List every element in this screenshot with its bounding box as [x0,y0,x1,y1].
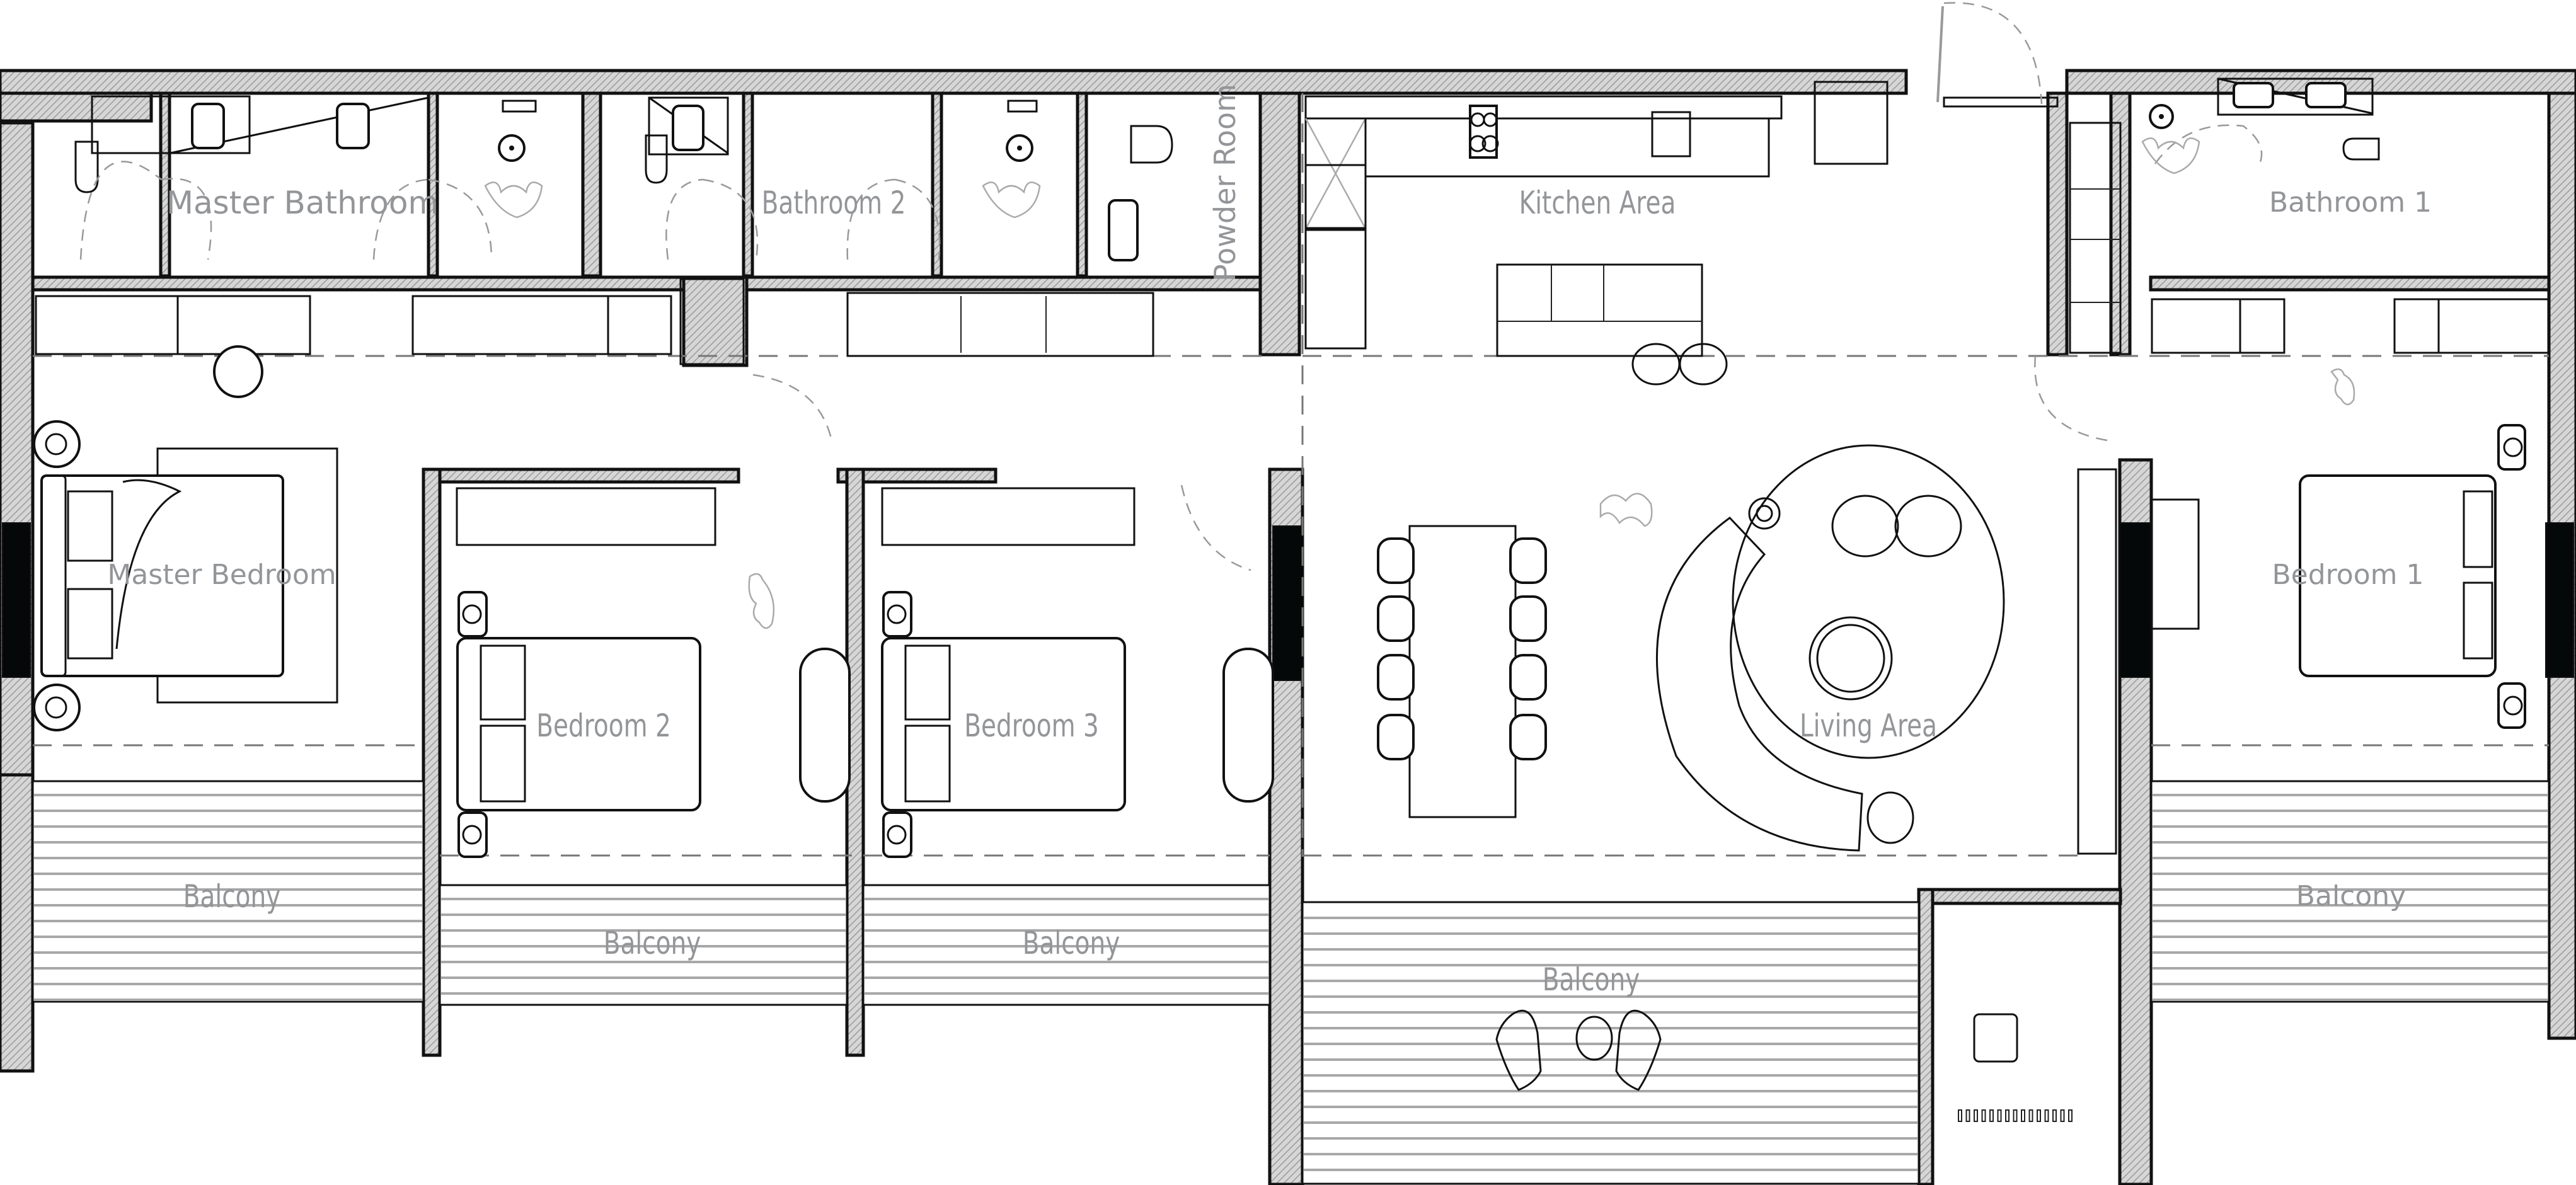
room-label-balcony-bedroom-3: Balcony [1022,925,1120,961]
bedroom-wardrobes [456,487,1136,546]
room-label-balcony-bedroom-2: Balcony [603,925,701,961]
room-label-balcony-living: Balcony [1542,961,1640,998]
dining-set [1377,525,1547,818]
room-label-bathroom-1: Bathroom 1 [2268,186,2432,219]
master-wardrobes [35,295,672,398]
room-label-powder-room: Powder Room [1208,84,1242,282]
room-label-kitchen-area: Kitchen Area [1519,185,1676,221]
master-bathroom-fixtures [74,95,543,260]
living-set [1599,444,2005,852]
bathroom-1-fixtures [2141,77,2380,175]
room-label-bedroom-3: Bedroom 3 [964,707,1099,744]
powder-room-fixtures [1108,125,1173,261]
balcony-decks [32,780,2550,1185]
shoe-cabinets [2069,122,2122,354]
balcony-deck-master [32,780,425,1003]
corridor-cabinets [679,278,1154,365]
window-panels [2,522,2574,681]
room-label-master-bathroom: Master Bathroom [166,185,439,221]
room-label-bedroom-1: Bedroom 1 [2272,559,2424,591]
room-label-balcony-master: Balcony [183,878,281,915]
room-label-bathroom-2: Bathroom 2 [761,185,906,221]
bedroom-3-bed [881,484,1274,858]
balcony-furniture [1495,1009,2073,1122]
room-label-balcony-bedroom-1: Balcony [2296,880,2406,912]
balcony-deck-bed1 [2150,780,2550,1003]
entry-door [1936,2,2059,108]
bathroom-2-fixtures [645,96,1041,260]
kitchen-fixtures [1304,81,1889,386]
bedroom-2-bed [456,374,851,858]
bedroom-1-wardrobes [2151,298,2550,354]
bedroom-1-bed [2034,355,2526,855]
room-label-living-area: Living Area [1799,707,1938,744]
master-bed [33,420,338,731]
room-label-master-bedroom: Master Bedroom [107,559,336,591]
interior-walls [0,91,2551,1185]
room-label-bedroom-2: Bedroom 2 [536,707,671,744]
